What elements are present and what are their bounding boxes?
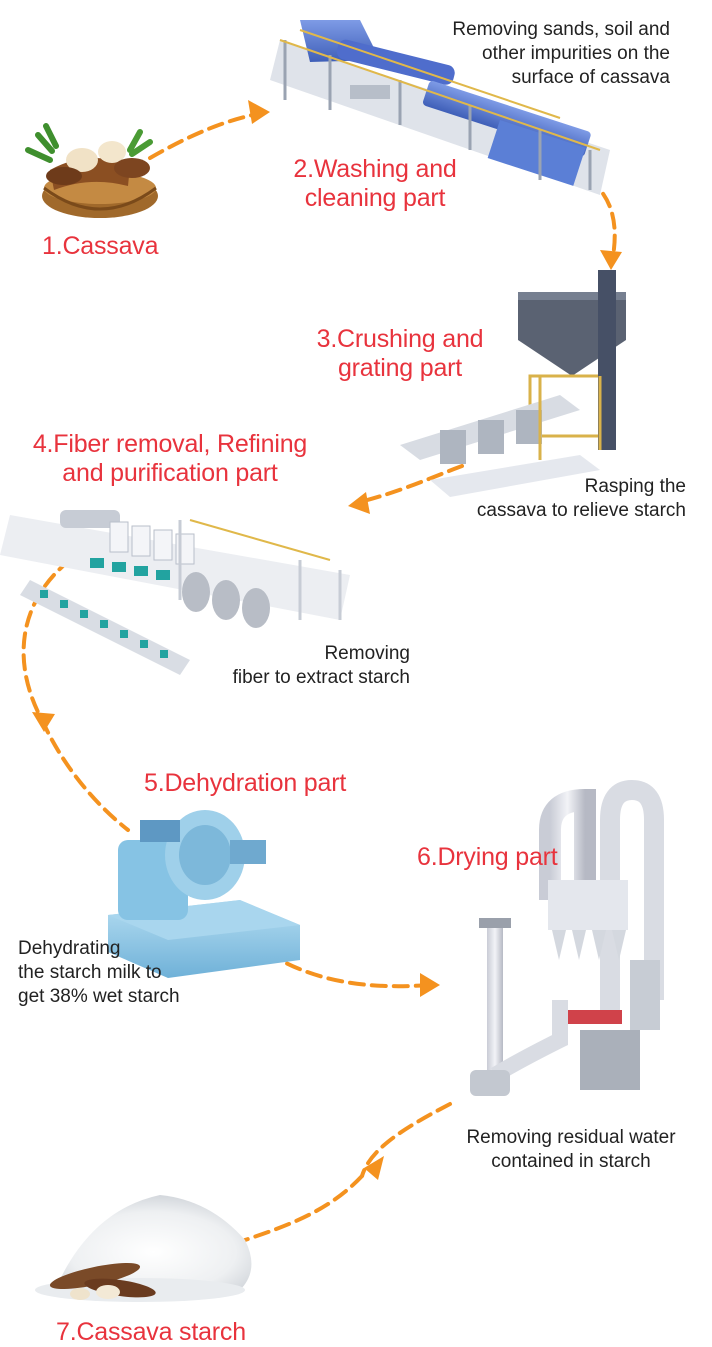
step-5-description: Dehydrating the starch milk to get 38% w… [18, 938, 180, 1007]
step-3-label: 3.Crushing and grating part [316, 325, 484, 382]
starch-powder-image [35, 1195, 252, 1302]
step-4-label: 4.Fiber removal, Refining and purificati… [32, 430, 308, 487]
step-4-description: Removing fiber to extract starch [232, 643, 410, 688]
arrow-head-5 [420, 973, 440, 997]
centrifuge-image [108, 810, 300, 978]
arrow-head-1 [248, 100, 270, 124]
cassava-basket-image [25, 123, 158, 218]
arrow-heads [32, 100, 622, 1180]
step-5-label: 5.Dehydration part [144, 769, 347, 797]
flash-dryer-image [470, 779, 664, 1096]
arrow-head-3 [348, 492, 370, 514]
arrow-4-to-5-a [21, 558, 72, 722]
arrow-7-tail [243, 1174, 364, 1242]
sieve-line-image [0, 510, 350, 675]
arrow-head-2 [600, 250, 622, 270]
step-2-label: 2.Washing and cleaning part [293, 155, 457, 212]
arrow-4-to-5-b [40, 718, 130, 832]
arrow-6-to-7 [360, 1102, 452, 1178]
step-6-label: 6.Drying part [417, 843, 558, 871]
washing-machine-image [270, 20, 610, 195]
arrow-head-4 [32, 712, 55, 732]
step-6-description: Removing residual water contained in sta… [466, 1127, 676, 1172]
crusher-image [400, 270, 626, 497]
step-3-description: Rasping the cassava to relieve starch [476, 476, 686, 521]
step-2-description: Removing sands, soil and other impuritie… [452, 19, 670, 88]
step-7-label: 7.Cassava starch [56, 1318, 246, 1346]
arrow-head-6 [364, 1156, 384, 1180]
arrow-3-to-4 [354, 464, 464, 505]
step-1-label: 1.Cassava [42, 232, 159, 260]
arrow-1-to-2 [148, 111, 264, 160]
